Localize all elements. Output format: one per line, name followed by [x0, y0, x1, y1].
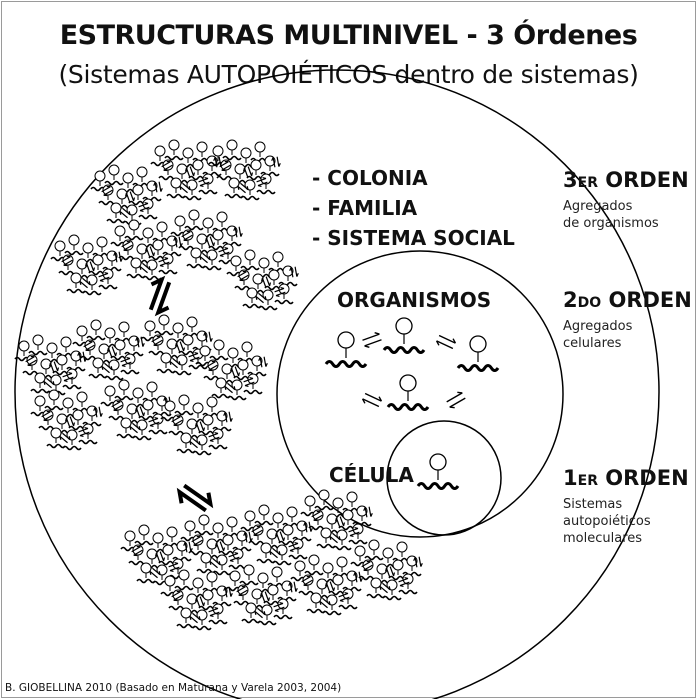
third-order-circle	[14, 69, 660, 699]
family-label: - FAMILIA	[312, 196, 418, 220]
cell-label: CÉLULA	[329, 463, 414, 487]
organisms-label: ORGANISMOS	[337, 288, 492, 312]
credit-text: B. GIOBELLINA 2010 (Basado en Maturana y…	[5, 682, 342, 694]
diagram-subtitle: (Sistemas AUTOPOIÉTICOS dentro de sistem…	[58, 60, 639, 89]
colony-label: - COLONIA	[312, 166, 428, 190]
first-order-circle	[386, 420, 502, 536]
third-order-title: 3ER ORDEN	[563, 168, 689, 192]
diagram-title: ESTRUCTURAS MULTINIVEL - 3 Órdenes	[59, 20, 638, 51]
first-order-title: 1ER ORDEN	[563, 466, 689, 490]
second-order-title: 2DO ORDEN	[563, 288, 692, 312]
social-system-label: - SISTEMA SOCIAL	[312, 226, 515, 250]
second-order-circle	[276, 250, 564, 538]
